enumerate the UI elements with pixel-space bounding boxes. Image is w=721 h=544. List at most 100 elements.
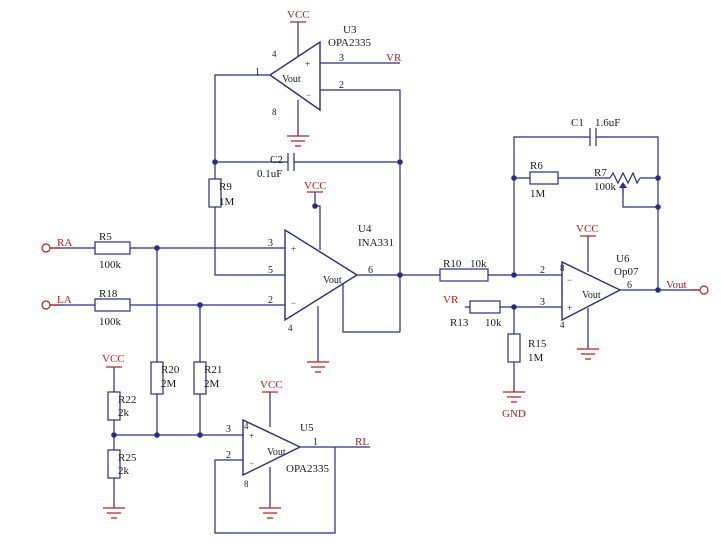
u5-pin-in-minus: 2 — [226, 450, 231, 461]
resistor-r6 — [529, 171, 559, 185]
junction-dot — [154, 432, 160, 438]
r21-ref: R21 — [204, 364, 222, 376]
r7-ref: R7 — [594, 167, 607, 179]
terminal-ra — [41, 243, 51, 253]
u4-ref: U4 — [358, 223, 372, 235]
u6-part: Op07 — [614, 266, 639, 278]
u5-part: OPA2335 — [286, 463, 329, 475]
u5-pin-vplus: 4 — [244, 421, 249, 431]
u3-pin-out: 1 — [255, 67, 260, 78]
vcc-label: VCC — [260, 379, 283, 391]
r18-value: 100k — [99, 316, 122, 328]
u6-pin-in-minus: 2 — [540, 265, 545, 276]
opamp-u5: + − — [242, 418, 302, 477]
u3-labels: U3 OPA2335 Vout 1 3 2 4 8 — [255, 24, 371, 117]
net-labels: VCC VCC VCC VCC VCC VR VR GND RA LA RL V… — [57, 9, 687, 448]
r10-ref: R10 — [443, 258, 462, 270]
u4-pin-in-minus: 2 — [268, 295, 273, 306]
u5-pin-vminus: 8 — [244, 479, 249, 489]
junctions — [111, 159, 661, 438]
junction-dot — [397, 272, 403, 278]
resistor-r5 — [94, 241, 131, 255]
u3-pin-in-plus: 3 — [339, 53, 344, 64]
r21-value: 2M — [204, 378, 220, 390]
terminal-la — [41, 300, 51, 310]
u3-part: OPA2335 — [328, 37, 371, 49]
resistor-r25 — [107, 449, 121, 479]
u5-minus-sign: − — [249, 458, 254, 468]
opamp-u6: − + — [561, 260, 622, 322]
u6-pin-in-plus: 3 — [540, 297, 545, 308]
capacitors — [287, 128, 597, 171]
vcc-label: VCC — [102, 353, 125, 365]
u4-labels: U4 INA331 Vout 3 5 2 6 4 — [268, 223, 394, 333]
potentiometer-r7 — [609, 171, 641, 195]
la-label: LA — [57, 294, 72, 306]
u6-body-label: Vout — [582, 290, 601, 301]
u5-body-label: Vout — [267, 447, 286, 458]
r22-value: 2k — [118, 407, 130, 419]
junction-dot — [111, 432, 117, 438]
u3-body-label: Vout — [282, 74, 301, 85]
r6-ref: R6 — [530, 160, 543, 172]
junction-dot — [511, 175, 517, 181]
r25-ref: R25 — [118, 452, 137, 464]
u5-pin-out: 1 — [313, 437, 318, 448]
junction-dot — [511, 272, 517, 278]
r20-ref: R20 — [161, 364, 180, 376]
junction-dot — [312, 203, 318, 209]
rl-label: RL — [355, 436, 369, 448]
r9-ref: R9 — [219, 181, 232, 193]
resistor-r18 — [94, 298, 131, 312]
u6-pin-out: 6 — [627, 280, 632, 291]
r20-value: 2M — [161, 378, 177, 390]
u3-pin-vminus: 8 — [272, 107, 277, 117]
r9-value: 1M — [219, 196, 235, 208]
u6-pin-vminus: 4 — [560, 320, 565, 330]
u4-plus-sign: + — [291, 244, 296, 254]
gnd-label: GND — [502, 408, 526, 420]
resistor-r13 — [469, 300, 501, 314]
u3-plus-sign: + — [305, 59, 310, 69]
junction-dot — [655, 175, 661, 181]
vcc-label: VCC — [304, 180, 327, 192]
vcc-label: VCC — [576, 223, 599, 235]
resistors — [94, 171, 641, 479]
c2-ref: C2 — [270, 154, 283, 166]
junction-dot — [511, 304, 517, 310]
r25-value: 2k — [118, 465, 130, 477]
ra-label: RA — [57, 237, 72, 249]
opamp-u4: + − — [284, 228, 359, 322]
junction-dot — [197, 432, 203, 438]
ground-icon — [307, 361, 329, 373]
r15-ref: R15 — [528, 338, 547, 350]
r22-ref: R22 — [118, 394, 136, 406]
u3-ref: U3 — [343, 24, 357, 36]
vcc-rails — [106, 21, 596, 393]
resistor-r10 — [439, 268, 489, 282]
vcc-label: VCC — [287, 9, 310, 21]
u3-minus-sign: − — [306, 90, 311, 100]
junction-dot — [397, 159, 403, 165]
ground-icon — [103, 507, 125, 519]
r18-ref: R18 — [99, 288, 118, 300]
component-labels: R5 100k R18 100k R9 1M R20 2M R21 2M R22… — [99, 117, 620, 477]
u5-labels: U5 OPA2335 Vout 3 2 1 4 8 — [226, 421, 329, 489]
r13-ref: R13 — [450, 317, 469, 329]
u4-body-label: Vout — [323, 275, 342, 286]
junction-dot — [655, 204, 661, 210]
vr-label: VR — [443, 294, 459, 306]
u4-pin-ref: 5 — [268, 265, 273, 276]
u6-plus-sign: + — [567, 303, 572, 313]
resistor-r20 — [150, 361, 164, 395]
r15-value: 1M — [528, 352, 544, 364]
ground-icon — [577, 348, 599, 360]
r10-value: 10k — [470, 258, 487, 270]
terminal-vout — [699, 285, 709, 295]
u4-pin-out: 6 — [368, 265, 373, 276]
r5-ref: R5 — [99, 231, 112, 243]
u4-pin-in-plus: 3 — [268, 238, 273, 249]
u6-labels: U6 Op07 Vout 2 3 6 8 4 — [540, 253, 639, 330]
